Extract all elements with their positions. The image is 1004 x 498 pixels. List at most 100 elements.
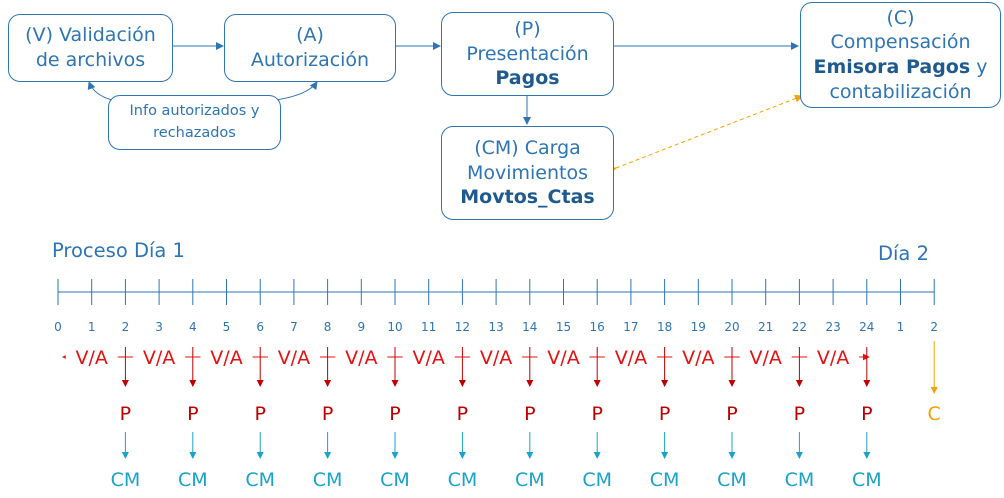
presentacion-box: (P) Presentación Pagos [441,12,614,96]
timeline-tick-label: 24 [859,320,874,334]
va-label-bg [267,345,320,369]
presentacion-line2: Presentación [466,42,589,65]
p-label: P [659,403,670,425]
va-label: V/A [345,347,377,369]
va-label: V/A [143,347,175,369]
info-box: Info autorizados y rechazados [108,95,281,150]
cm-label: CM [178,469,208,491]
timeline-tick-label: 10 [387,320,402,334]
validacion-box: (V) Validación de archivos [8,14,173,82]
p-label: P [322,403,333,425]
cm-label: CM [111,469,141,491]
timeline-tick-label: 14 [522,320,537,334]
timeline-tick-label: 16 [590,320,605,334]
timeline-tick-label: 9 [357,320,365,334]
va-label-bg [807,345,860,369]
cm-label: CM [313,469,343,491]
timeline-tick-label: 12 [455,320,470,334]
compensacion-line3-bold: Emisora Pagos [813,56,971,78]
info-line1: Info autorizados y [129,103,260,120]
timeline-tick-label: 20 [724,320,739,334]
timeline-tick-label: 2 [122,320,130,334]
p-label: P [389,403,400,425]
va-label: V/A [749,347,781,369]
carga-line3: Movtos_Ctas [460,186,595,209]
c-label: C [928,403,941,425]
presentacion-line3: Pagos [495,67,560,90]
va-label-bg [335,345,388,369]
timeline-tick-label: 1 [897,320,905,334]
timeline-tick-label: 17 [623,320,638,334]
va-label: V/A [682,347,714,369]
cm-label: CM [245,469,275,491]
cm-label: CM [785,469,815,491]
timeline-tick-label: 15 [556,320,571,334]
cm-label: CM [515,469,545,491]
carga-line1: (CM) Carga [474,136,581,159]
timeline-tick-label: 22 [792,320,807,334]
va-label-bg [470,345,523,369]
va-label: V/A [75,347,107,369]
compensacion-line3: Emisora Pagos y [814,55,988,80]
timeline-tick-label: 23 [825,320,840,334]
autorizacion-line2: Autorización [250,49,370,71]
validacion-line2: de archivos [35,49,146,71]
presentacion-line1: (P) [514,17,541,40]
timeline-tick-label: 3 [155,320,163,334]
timeline-tick-label: 0 [54,320,62,334]
p-label: P [187,403,198,425]
timeline-title-left: Proceso Día 1 [52,239,185,262]
va-label: V/A [817,347,849,369]
autorizacion-box: (A) Autorización [224,14,396,82]
p-label: P [457,403,468,425]
carga-line2: Movimientos [466,161,589,184]
timeline-tick-label: 13 [488,320,503,334]
cm-label: CM [380,469,410,491]
va-label: V/A [278,347,310,369]
p-label: P [861,403,872,425]
timeline-tick-label: 1 [88,320,96,334]
va-label: V/A [547,347,579,369]
timeline-tick-label: 6 [256,320,264,334]
compensacion-line3-rest: y [970,56,988,78]
va-label: V/A [615,347,647,369]
validacion-line1: (V) Validación [25,24,156,47]
info-line2: rechazados [153,124,236,141]
va-label-bg [402,345,455,369]
va-label-bg [65,345,118,369]
timeline-tick-label: 21 [758,320,773,334]
va-label-bg [672,345,725,369]
arrow-info-to-v [87,81,113,101]
timeline-tick-label: 8 [324,320,332,334]
va-label-bg [537,345,590,369]
va-label: V/A [480,347,512,369]
va-label-bg [133,345,186,369]
timeline-tick-label: 5 [223,320,231,334]
va-label: V/A [412,347,444,369]
cm-label: CM [448,469,478,491]
timeline-tick-label: 4 [189,320,197,334]
timeline-title-right: Día 2 [878,242,929,265]
p-label: P [524,403,535,425]
timeline-tick-label: 19 [691,320,706,334]
timeline-tick-label: 2 [930,320,938,334]
va-label: V/A [210,347,242,369]
p-label: P [726,403,737,425]
p-label: P [794,403,805,425]
arrow-info-to-a [275,81,318,101]
timeline-tick-label: 7 [290,320,298,334]
cm-label: CM [852,469,882,491]
timeline-tick-label: 11 [421,320,436,334]
va-label-bg [739,345,792,369]
cm-label: CM [582,469,612,491]
compensacion-line2: Compensación [830,31,971,54]
compensacion-line1: (C) [886,6,915,29]
p-label: P [254,403,265,425]
va-label-bg [200,345,253,369]
timeline-tick-label: 18 [657,320,672,334]
va-label-bg [604,345,657,369]
arrow-cm-c-dashed [608,94,803,175]
